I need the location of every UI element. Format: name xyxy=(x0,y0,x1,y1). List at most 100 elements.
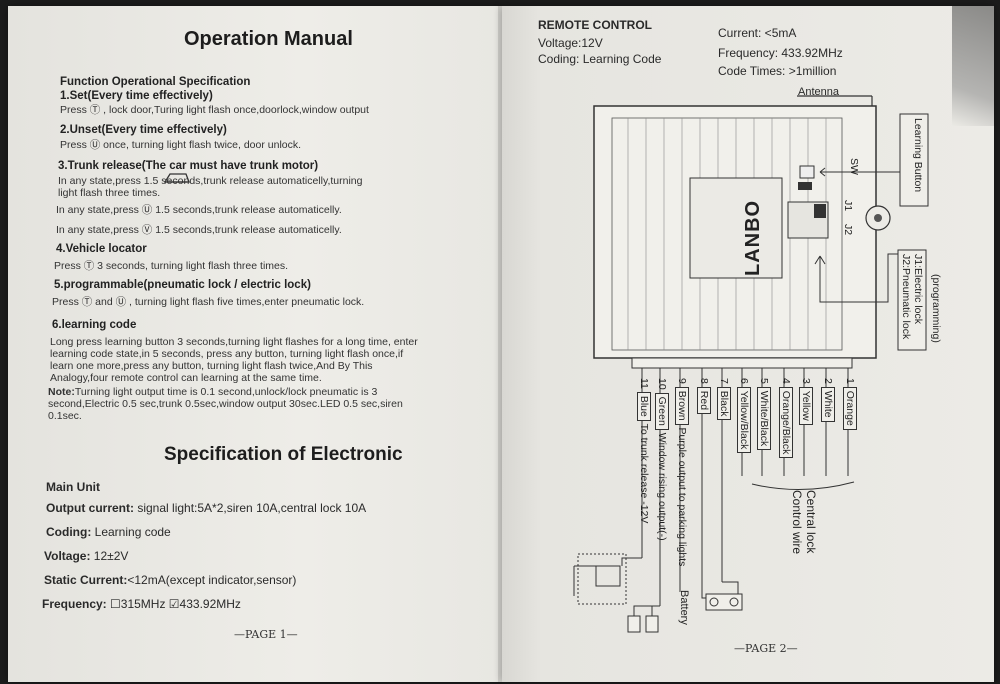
j1-label: J1 xyxy=(842,200,854,212)
rc-frequency: Frequency: 433.92MHz xyxy=(718,46,843,60)
wire-8: 8 Red xyxy=(697,378,711,415)
set-heading: 1.Set(Every time effectively) xyxy=(60,90,213,102)
unset-heading: 2.Unset(Every time effectively) xyxy=(60,124,227,136)
function-heading: Function Operational Specification xyxy=(60,76,251,88)
wire-9-color: Brown xyxy=(675,386,689,425)
antenna-label: Antenna xyxy=(798,86,839,98)
wire-9-num: 9 xyxy=(676,378,688,384)
wire-2-num: 2 xyxy=(822,378,834,384)
wire-4-num: 4 xyxy=(780,378,792,384)
main-unit-label: Main Unit xyxy=(46,480,100,494)
voltage-label: Voltage: xyxy=(44,549,91,563)
frequency-label: Frequency: xyxy=(42,597,107,611)
wire-11: 11 Blue To trunk release -12V xyxy=(637,378,651,524)
wire-10-color: Green xyxy=(655,392,669,430)
wire-2-color: White xyxy=(821,386,835,422)
page-number-2: —PAGE 2— xyxy=(734,642,798,655)
static-current: Static Current:<12mA(except indicator,se… xyxy=(44,573,296,587)
page-title: Operation Manual xyxy=(184,28,353,50)
manual-booklet: Operation Manual Function Operational Sp… xyxy=(8,6,994,682)
spec-title: Specification of Electronic xyxy=(164,444,403,465)
wire-8-color: Red xyxy=(697,386,711,415)
wire-3-num: 3 xyxy=(800,378,812,384)
wire-4: 4 Orange/Black xyxy=(779,378,793,459)
wire-3-color: Yellow xyxy=(799,386,813,425)
learning-button-label: Learning Button xyxy=(912,118,924,193)
set-text: Press Ⓣ , lock door,Turing light flash o… xyxy=(60,104,369,116)
brand-logo: LANBO xyxy=(742,199,764,276)
battery-label: Battery xyxy=(678,590,690,625)
page-2: REMOTE CONTROL Voltage:12V Coding: Learn… xyxy=(502,6,994,682)
frequency-value: ☐315MHz ☑433.92MHz xyxy=(106,597,241,611)
page-number-1: —PAGE 1— xyxy=(234,628,298,641)
trunk-text-4: In any state,press Ⓥ 1.5 seconds,trunk r… xyxy=(56,224,342,236)
static-value: <12mA(except indicator,sensor) xyxy=(127,573,297,587)
note-text-1: Turning light output time is 0.1 second,… xyxy=(74,386,378,398)
note-line-1: Note:Turning light output time is 0.1 se… xyxy=(48,386,377,399)
wire-4-color: Orange/Black xyxy=(779,386,793,459)
output-label: Output current: xyxy=(46,501,134,515)
j2-pneumatic-lock: J2:Pneumatic lock xyxy=(900,254,912,340)
unset-text: Press Ⓤ once, turning light flash twice,… xyxy=(60,139,302,151)
wire-10-num: 10 xyxy=(656,378,668,390)
voltage: Voltage: 12±2V xyxy=(44,549,128,563)
output-value: signal light:5A*2,siren 10A,central lock… xyxy=(134,501,367,515)
programmable-heading: 5.programmable(pneumatic lock / electric… xyxy=(54,279,311,291)
coding: Coding: Learning code xyxy=(46,525,171,539)
note-text-3: 0.1sec. xyxy=(48,410,82,422)
wire-5: 5 White/Black xyxy=(757,378,771,451)
wire-6-color: Yellow/Black xyxy=(737,386,751,454)
learning-text-3: learn one more,press any button, turning… xyxy=(50,360,373,372)
wire-1-color: Orange xyxy=(843,386,857,430)
wire-5-num: 5 xyxy=(758,378,770,384)
wire-3: 3 Yellow xyxy=(799,378,813,425)
output-current: Output current: signal light:5A*2,siren … xyxy=(46,501,366,515)
trunk-remote-icon xyxy=(163,173,190,183)
trunk-text-1: In any state,press 1.5 seconds,trunk rel… xyxy=(58,175,363,187)
wire-2: 2 White xyxy=(821,378,835,422)
learning-text-4: Analogy,four remote control can learning… xyxy=(50,372,322,384)
rc-code-times: Code Times: >1million xyxy=(718,64,837,78)
coding-value: Learning code xyxy=(91,525,171,539)
rc-title: REMOTE CONTROL xyxy=(538,18,652,32)
wire-6-num: 6 xyxy=(738,378,750,384)
trunk-text-2: light flash three times. xyxy=(58,187,161,199)
wire-1-num: 1 xyxy=(844,378,856,384)
programmable-text: Press Ⓣ and Ⓤ , turning light flash five… xyxy=(52,296,365,308)
frequency: Frequency: ☐315MHz ☑433.92MHz xyxy=(42,597,241,611)
wire-5-color: White/Black xyxy=(757,386,771,451)
learning-heading: 6.learning code xyxy=(52,319,137,331)
j1-electric-lock: J1:Electric lock xyxy=(912,254,924,325)
wire-7: 7 Black xyxy=(717,378,731,421)
wire-8-num: 8 xyxy=(698,378,710,384)
note-label: Note: xyxy=(48,386,75,398)
locator-heading: 4.Vehicle locator xyxy=(56,243,147,255)
learning-text-1: Long press learning button 3 seconds,tur… xyxy=(50,336,418,348)
coding-label: Coding: xyxy=(46,525,92,539)
note-text-2: second,Electric 0.5 sec,trunk 0.5sec,win… xyxy=(48,398,403,410)
trunk-text-3: In any state,press Ⓤ 1.5 seconds,trunk r… xyxy=(56,204,342,216)
control-wire-label: Control wire xyxy=(790,490,804,555)
wire-1: 1 Orange xyxy=(843,378,857,430)
wire-10-desc: Window rising output(-) xyxy=(656,432,668,541)
wiring-diagram xyxy=(573,95,929,633)
wire-7-num: 7 xyxy=(718,378,730,384)
wire-10: 10 Green Window rising output(-) xyxy=(655,378,669,541)
programming-label: (programming) xyxy=(930,274,942,343)
sw-label: SW xyxy=(848,158,860,175)
voltage-value: 12±2V xyxy=(90,549,129,563)
page-1: Operation Manual Function Operational Sp… xyxy=(8,6,502,682)
j2-label: J2 xyxy=(842,224,854,236)
shadow xyxy=(952,6,994,126)
trunk-heading: 3.Trunk release(The car must have trunk … xyxy=(58,160,319,172)
learning-text-2: learning code state,in 5 seconds, press … xyxy=(50,348,404,360)
central-lock-label: Central lock xyxy=(804,490,818,554)
rc-current: Current: <5mA xyxy=(718,26,797,40)
wire-11-desc: To trunk release -12V xyxy=(638,423,650,524)
rc-coding: Coding: Learning Code xyxy=(538,52,662,66)
wire-7-color: Black xyxy=(717,386,731,421)
wire-11-color: Blue xyxy=(637,391,651,421)
wire-6: 6 Yellow/Black xyxy=(737,378,751,454)
wire-11-num: 11 xyxy=(638,378,650,389)
wire-9-desc: Purple output to parking lights xyxy=(676,427,688,567)
